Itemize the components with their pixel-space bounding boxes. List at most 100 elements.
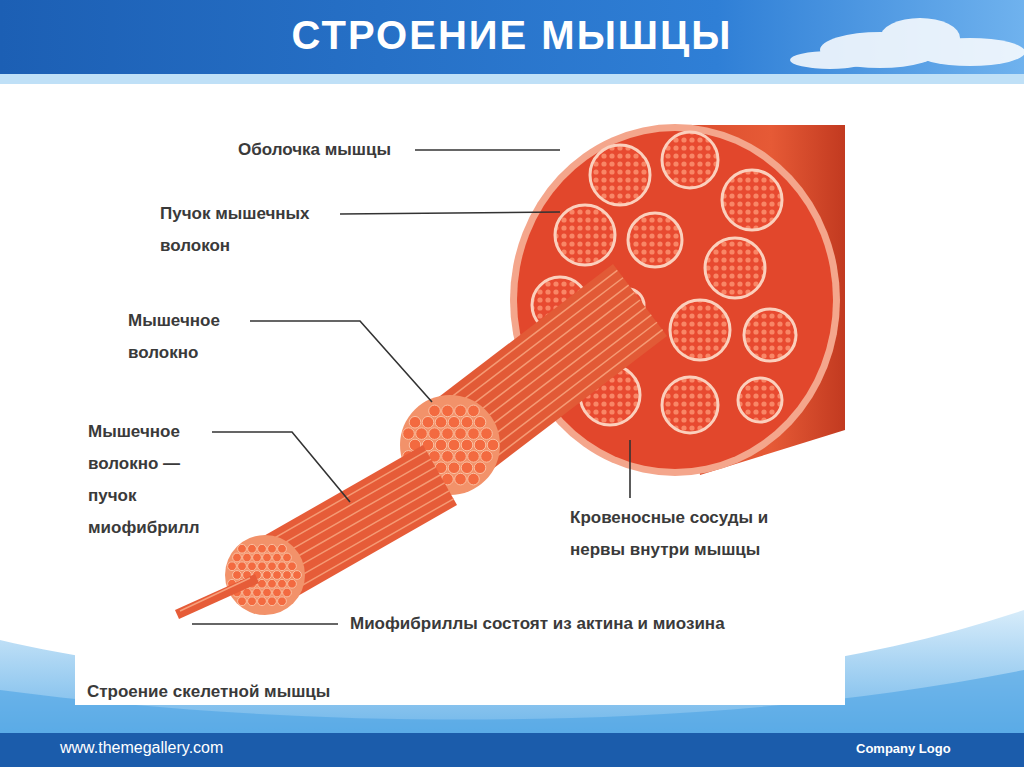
fibre-end: [474, 416, 486, 428]
fibre-end: [468, 451, 480, 463]
myofibril-end: [263, 553, 272, 562]
fibre-end: [448, 439, 460, 451]
myofibril-end: [248, 544, 257, 553]
myofibril-end: [288, 562, 297, 571]
fibre-end: [429, 405, 441, 417]
fibre-stripe: [279, 499, 454, 599]
fibre-end: [468, 473, 480, 485]
part-label: Пучок мышечных волокон: [160, 198, 338, 262]
fibre-end: [416, 428, 428, 440]
myofibril-end: [278, 562, 287, 571]
footer-bar: [0, 733, 1024, 767]
fibre-stripe: [467, 322, 657, 467]
picture-ground: [75, 86, 845, 705]
myofibril-end: [283, 553, 292, 562]
header-strip: [0, 74, 1024, 84]
clouds: [790, 18, 1024, 69]
fibre-end: [474, 439, 486, 451]
fibre-bundle: [590, 145, 650, 205]
fibre-bundle: [670, 300, 730, 360]
myofibril-end: [273, 553, 282, 562]
myofibril-end: [268, 544, 277, 553]
fibre-stripe: [456, 307, 646, 452]
myofibril-end: [278, 544, 287, 553]
fibre-stripe: [251, 451, 426, 551]
fibre-end: [429, 428, 441, 440]
fibre-bundle: [662, 377, 718, 433]
fibre-end: [455, 451, 467, 463]
slide-title: СТРОЕНИЕ МЫШЦЫ: [0, 13, 1024, 58]
fibre-end: [481, 428, 493, 440]
fibre-stripe: [274, 491, 449, 591]
fibre-end: [455, 473, 467, 485]
fibre-end: [461, 439, 473, 451]
footer-logo: Company Logo: [856, 741, 951, 756]
myofibril-end: [248, 597, 257, 606]
fibre-bundle: [628, 213, 682, 267]
fibre-end: [403, 428, 415, 440]
myofibril-end: [283, 588, 292, 597]
fibre-end: [435, 439, 447, 451]
fibre-end: [422, 416, 434, 428]
myofibril-end: [273, 571, 282, 580]
fibre-end: [455, 428, 467, 440]
part-label: Миофибриллы состоят из актина и миозина: [350, 608, 725, 640]
muscle-fibre: [400, 264, 667, 495]
fibre-end: [474, 462, 486, 474]
fibre-end: [481, 451, 493, 463]
header-bar: [0, 0, 1024, 74]
myofibril-bundle: [225, 445, 457, 615]
muscle: [510, 124, 845, 476]
myofibril-end: [233, 571, 242, 580]
fibre-end: [468, 405, 480, 417]
fibre-stripe: [473, 330, 663, 475]
myofibril-end: [238, 544, 247, 553]
myofibril-end: [233, 553, 242, 562]
fibre-end: [442, 451, 454, 463]
myofibril-end: [268, 562, 277, 571]
part-label: Кровеносные сосуды и нервы внутри мышцы: [570, 502, 785, 566]
fibre-bundle: [555, 205, 615, 265]
fibre-end: [448, 462, 460, 474]
myofibril-end: [273, 588, 282, 597]
fibre-stripe: [270, 483, 445, 583]
fibre-stripe: [461, 315, 651, 460]
fibre-bundle: [738, 378, 782, 422]
part-label: Оболочка мышцы: [238, 134, 413, 166]
myofibril-end: [263, 588, 272, 597]
fibre-stripe: [450, 300, 640, 445]
fibre-stripe: [427, 270, 617, 415]
fibre-bundle: [662, 132, 718, 188]
fibre-bundle: [705, 238, 765, 298]
myofibril-end: [228, 562, 237, 571]
myofibril-end: [258, 597, 267, 606]
fibre-bundle: [744, 309, 796, 361]
part-label: Мышечное волокно — пучок миофибрилл: [88, 416, 210, 544]
myofibril-end: [288, 579, 297, 588]
fibre-end: [442, 428, 454, 440]
myofibril-end: [268, 579, 277, 588]
part-label: Мышечное волокно: [128, 305, 246, 369]
myofibril-end: [293, 571, 302, 580]
myofibril-end: [278, 597, 287, 606]
myofibril-end: [253, 553, 262, 562]
myofibril-end: [283, 571, 292, 580]
fibre-bundle: [722, 170, 782, 230]
fibre-end: [442, 405, 454, 417]
fibre-end: [468, 428, 480, 440]
myofibril: [175, 574, 259, 619]
footer-url: www.themegallery.com: [60, 739, 223, 757]
fibre-end: [435, 416, 447, 428]
myofibril-end: [258, 544, 267, 553]
fibre-stripe: [444, 293, 634, 438]
myofibril-end: [238, 597, 247, 606]
myofibril-end: [263, 571, 272, 580]
fibre-end: [487, 439, 499, 451]
fibre-end: [448, 416, 460, 428]
myofibril-end: [258, 562, 267, 571]
fibre-end: [461, 416, 473, 428]
myofibril-end: [278, 579, 287, 588]
fibre-end: [455, 405, 467, 417]
